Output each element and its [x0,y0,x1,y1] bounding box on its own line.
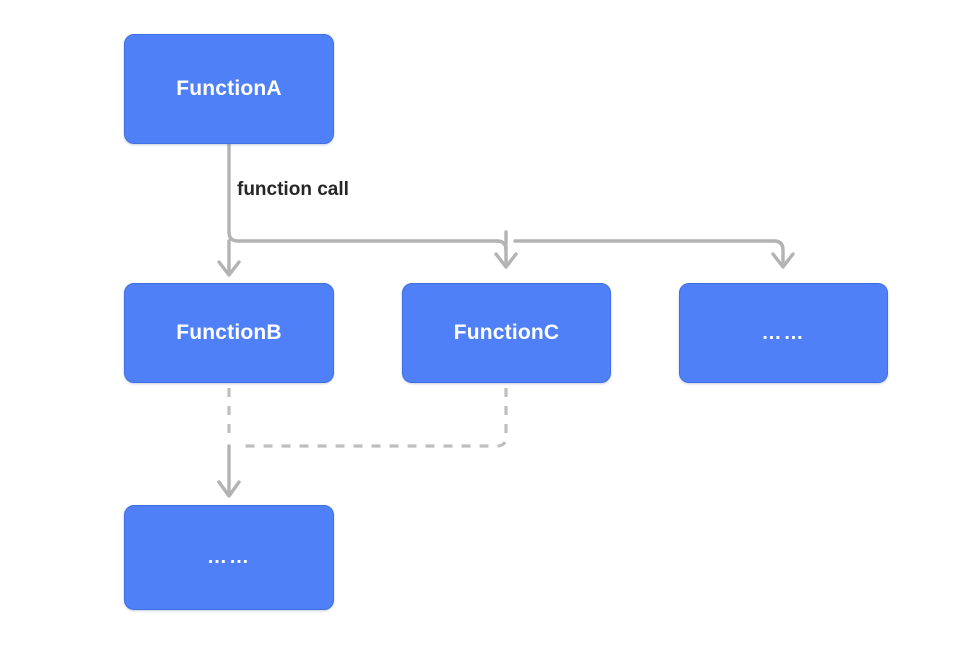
node-function-c[interactable]: FunctionC [402,283,611,383]
node-function-b-label: FunctionB [176,321,282,344]
connector-bus-left-corner [227,230,499,243]
node-function-b[interactable]: FunctionB [124,283,334,383]
arrowhead-function-c [494,252,518,269]
node-more-row2[interactable]: …… [679,283,888,383]
connector-bus-mid-corner [495,239,508,252]
connector-dashed-from-function-c [238,388,508,448]
arrowhead-more-row3 [217,480,241,498]
node-more-row2-label: …… [761,321,806,344]
node-more-row3[interactable]: …… [124,505,334,610]
node-more-row3-label: …… [207,546,251,568]
arrowhead-more-row2 [771,252,795,269]
connector-bus-right [513,239,785,264]
node-function-a-label: FunctionA [176,77,282,100]
edge-label-function-call: function call [237,179,349,200]
arrowhead-function-b [217,260,241,277]
node-function-a[interactable]: FunctionA [124,34,334,144]
node-function-c-label: FunctionC [453,321,560,344]
